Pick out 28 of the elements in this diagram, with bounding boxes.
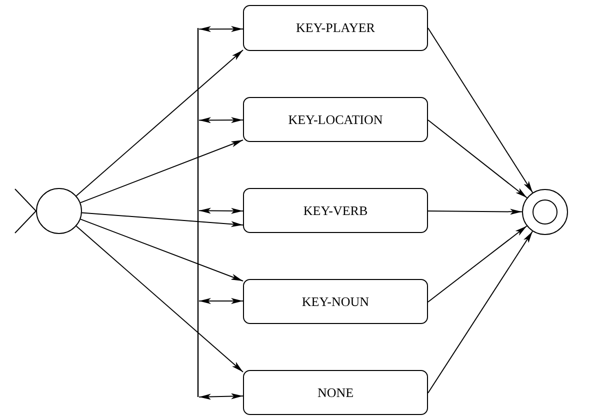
arrow bbox=[76, 226, 244, 372]
arrow bbox=[198, 298, 244, 304]
arrow bbox=[428, 120, 528, 198]
state-label: KEY-LOCATION bbox=[288, 112, 383, 128]
arrow bbox=[198, 208, 244, 214]
arrow bbox=[80, 140, 244, 204]
state-box bbox=[243, 188, 428, 233]
state-box bbox=[243, 5, 428, 51]
state-label: NONE bbox=[317, 384, 354, 400]
state-label: KEY-PLAYER bbox=[296, 20, 375, 36]
arrow bbox=[198, 26, 244, 32]
final-state-circle bbox=[522, 189, 568, 235]
arrow bbox=[428, 208, 522, 215]
arrow bbox=[80, 218, 244, 282]
state-box bbox=[243, 97, 428, 142]
arrow bbox=[428, 226, 528, 302]
bus-line bbox=[197, 28, 199, 397]
state-box bbox=[243, 370, 428, 415]
arrow bbox=[198, 117, 244, 124]
state-box bbox=[243, 279, 428, 324]
start-state-circle bbox=[36, 188, 82, 234]
state-label: KEY-NOUN bbox=[302, 294, 370, 310]
arrow bbox=[198, 393, 244, 400]
arrow bbox=[81, 212, 244, 228]
arrow bbox=[428, 230, 534, 394]
state-label: KEY-VERB bbox=[303, 202, 368, 218]
arrow bbox=[428, 28, 534, 194]
arrow bbox=[76, 50, 244, 196]
